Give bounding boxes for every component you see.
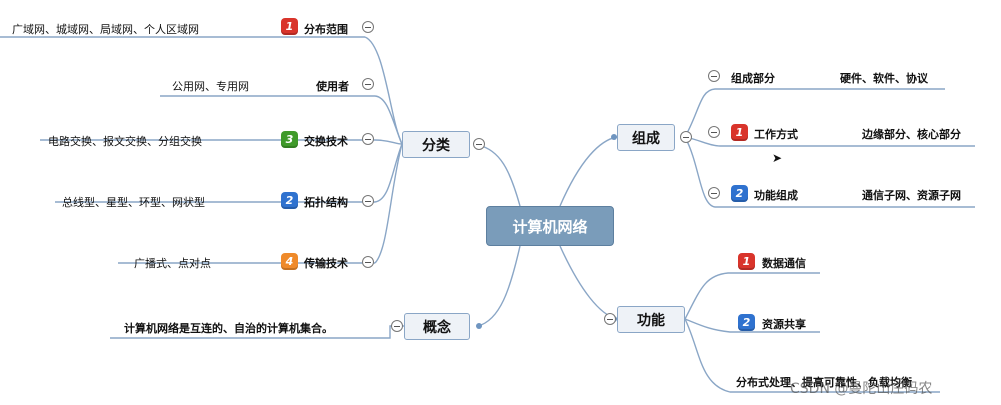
topic-zucheng[interactable]: 组成 bbox=[617, 124, 675, 151]
collapse-toggle[interactable] bbox=[604, 313, 616, 325]
topic-fenlei[interactable]: 分类 bbox=[402, 131, 470, 158]
node-fenbu[interactable]: 分布式处理、提高可靠性、负载均衡 bbox=[736, 376, 912, 389]
collapse-toggle[interactable] bbox=[708, 187, 720, 199]
detail-shiyong: 公用网、专用网 bbox=[172, 80, 249, 93]
collapse-toggle[interactable] bbox=[362, 78, 374, 90]
collapse-toggle[interactable] bbox=[473, 138, 485, 150]
topic-gainian[interactable]: 概念 bbox=[404, 313, 470, 340]
node-fanwei[interactable]: 分布范围 bbox=[304, 23, 348, 36]
detail-jiaohuan: 电路交换、报文交换、分组交换 bbox=[48, 135, 202, 148]
collapse-toggle[interactable] bbox=[362, 195, 374, 207]
priority-2-icon: 2 bbox=[731, 185, 748, 202]
node-gongxiang[interactable]: 资源共享 bbox=[762, 318, 806, 331]
node-chuanshu[interactable]: 传输技术 bbox=[304, 257, 348, 270]
collapse-toggle[interactable] bbox=[362, 21, 374, 33]
detail-fanwei: 广域网、城域网、局域网、个人区域网 bbox=[12, 23, 199, 36]
collapse-toggle[interactable] bbox=[708, 70, 720, 82]
node-jiaohuan[interactable]: 交换技术 bbox=[304, 135, 348, 148]
central-topic[interactable]: 计算机网络 bbox=[486, 206, 614, 246]
priority-4-icon: 4 bbox=[281, 253, 298, 270]
topic-gongneng[interactable]: 功能 bbox=[617, 306, 685, 333]
node-gongneng-zucheng[interactable]: 功能组成 bbox=[754, 189, 798, 202]
node-tongxin[interactable]: 数据通信 bbox=[762, 257, 806, 270]
node-gongzuo[interactable]: 工作方式 bbox=[754, 128, 798, 141]
priority-1-icon: 1 bbox=[738, 253, 755, 270]
detail-bufen: 硬件、软件、协议 bbox=[840, 72, 928, 85]
detail-gongzuo: 边缘部分、核心部分 bbox=[862, 128, 961, 141]
priority-1-icon: 1 bbox=[731, 124, 748, 141]
detail-chuanshu: 广播式、点对点 bbox=[134, 257, 211, 270]
detail-tuopu: 总线型、星型、环型、网状型 bbox=[62, 196, 205, 209]
collapse-toggle[interactable] bbox=[362, 256, 374, 268]
collapse-toggle[interactable] bbox=[708, 126, 720, 138]
priority-2-icon: 2 bbox=[281, 192, 298, 209]
priority-1-icon: 1 bbox=[281, 18, 298, 35]
node-bufen[interactable]: 组成部分 bbox=[731, 72, 775, 85]
detail-gainian[interactable]: 计算机网络是互连的、自治的计算机集合。 bbox=[124, 322, 333, 335]
priority-2-icon: 2 bbox=[738, 314, 755, 331]
node-shiyong[interactable]: 使用者 bbox=[316, 80, 349, 93]
connector-dot bbox=[476, 323, 482, 329]
detail-gongneng-zucheng: 通信子网、资源子网 bbox=[862, 189, 961, 202]
node-tuopu[interactable]: 拓扑结构 bbox=[304, 196, 348, 209]
watermark: CSDN @曼陀山庄码农 bbox=[790, 381, 933, 397]
priority-3-icon: 3 bbox=[281, 131, 298, 148]
collapse-toggle[interactable] bbox=[391, 320, 403, 332]
mouse-cursor-icon: ➤ bbox=[772, 151, 783, 165]
connector-dot bbox=[611, 134, 617, 140]
collapse-toggle[interactable] bbox=[680, 131, 692, 143]
collapse-toggle[interactable] bbox=[362, 133, 374, 145]
